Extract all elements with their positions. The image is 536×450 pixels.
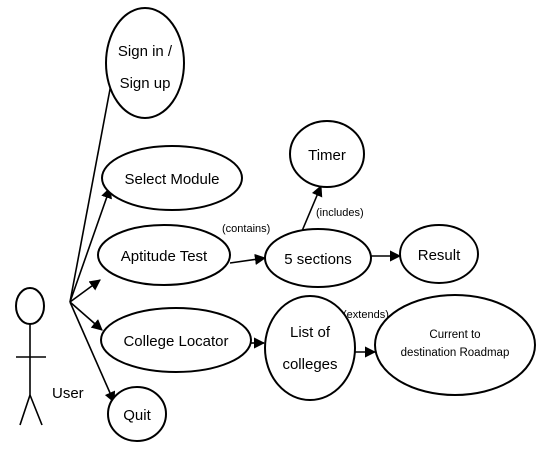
edge-user-signin <box>69 66 118 303</box>
actor-left-leg <box>19 394 31 426</box>
signin-label-line2: Sign up <box>120 75 171 92</box>
edge-user-aptitude <box>69 279 101 303</box>
use-case-aptitude: Aptitude Test <box>97 224 231 286</box>
aptitude-label: Aptitude Test <box>121 248 208 265</box>
roadmap-shape <box>374 294 536 396</box>
sections-shape <box>264 228 372 288</box>
edge-user-quit <box>69 301 116 404</box>
quit-label: Quit <box>123 407 151 424</box>
relation-includes-label: (includes) <box>316 207 364 219</box>
select-module-shape <box>101 145 243 211</box>
result-shape <box>399 224 479 284</box>
use-case-quit: Quit <box>107 386 167 442</box>
actor-head <box>15 287 45 325</box>
use-case-list-colleges: List of colleges <box>264 295 356 401</box>
signin-label-line1: Sign in / <box>118 43 173 60</box>
list-colleges-label-line2: colleges <box>282 356 337 373</box>
quit-shape <box>107 386 167 442</box>
signin-shape <box>105 7 185 119</box>
list-colleges-label-line1: List of <box>290 324 331 341</box>
college-locator-shape <box>100 307 252 373</box>
edge-aptitude-sections <box>229 253 267 265</box>
relation-contains-label: (contains) <box>222 223 270 235</box>
aptitude-shape <box>97 224 231 286</box>
use-case-roadmap: Current to destination Roadmap <box>374 294 536 396</box>
use-case-college-locator: College Locator <box>100 307 252 373</box>
edge-user-college-locator <box>69 301 103 331</box>
actor-label: User <box>52 385 84 402</box>
college-locator-label: College Locator <box>123 333 228 350</box>
actor-right-leg <box>29 394 43 426</box>
select-module-label: Select Module <box>124 171 219 188</box>
use-case-result: Result <box>399 224 479 284</box>
sections-label: 5 sections <box>284 251 352 268</box>
actor-user: User <box>15 287 84 426</box>
timer-shape <box>289 120 365 188</box>
roadmap-label-line2: destination Roadmap <box>401 347 510 359</box>
result-label: Result <box>418 247 461 264</box>
relation-extends-label: (extends) <box>343 309 389 321</box>
use-case-sections: 5 sections <box>264 228 372 288</box>
roadmap-label-line1: Current to <box>429 329 480 341</box>
use-case-select-module: Select Module <box>101 145 243 211</box>
timer-label: Timer <box>308 147 346 164</box>
use-case-signin: Sign in / Sign up <box>105 7 185 119</box>
edge-user-select-module <box>69 186 112 303</box>
edge-sections-timer <box>301 184 323 232</box>
list-colleges-shape <box>264 295 356 401</box>
use-case-timer: Timer <box>289 120 365 188</box>
